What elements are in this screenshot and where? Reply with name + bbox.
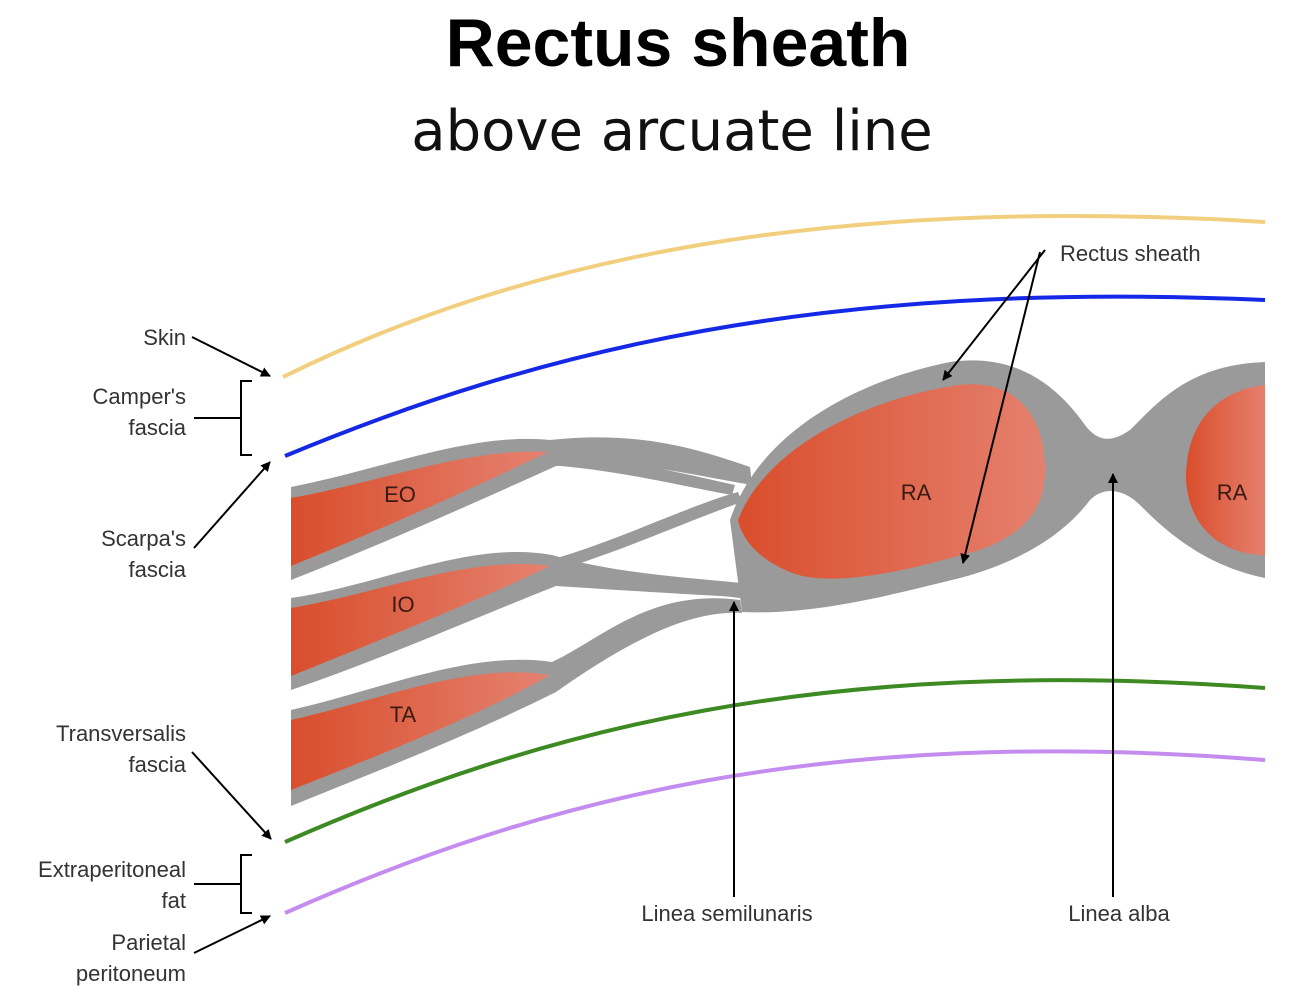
parietal-peritoneum-line	[284, 749, 1266, 915]
campers-bracket	[194, 380, 252, 456]
scarpas-label-line2: fascia	[129, 557, 187, 582]
scarpas-label-line1: Scarpa's	[101, 526, 186, 551]
transversalis-label-line1: Transversalis	[56, 721, 186, 746]
ta-muscle	[291, 672, 550, 790]
rectus-sheath-label: Rectus sheath	[1060, 241, 1201, 266]
linea-semilunaris-label: Linea semilunaris	[641, 901, 812, 926]
linea-alba-label: Linea alba	[1068, 901, 1170, 926]
transversalis-label-line2: fascia	[129, 752, 187, 777]
scarpas-arrow	[193, 461, 271, 549]
io-label: IO	[391, 592, 414, 617]
page-title: Rectus sheath	[446, 5, 911, 81]
muscles	[291, 384, 1265, 790]
ta-label: TA	[390, 702, 417, 727]
page-subtitle: above arcuate line	[411, 99, 933, 164]
transversalis-fascia-line	[284, 678, 1266, 844]
rectus-sheath-arrow-lower	[960, 251, 1041, 564]
parietal-label-line2: peritoneum	[76, 961, 186, 986]
extraperitoneal-label-line1: Extraperitoneal	[38, 857, 186, 882]
skin-arrow	[191, 336, 271, 377]
scarpas-fascia-line	[284, 294, 1266, 458]
ra-right-label: RA	[1217, 480, 1248, 505]
campers-label-line2: fascia	[129, 415, 187, 440]
ra-right-muscle	[1186, 385, 1265, 555]
campers-label-line1: Camper's	[93, 384, 186, 409]
extraperitoneal-bracket	[194, 854, 252, 914]
ra-left-label: RA	[901, 480, 932, 505]
extraperitoneal-label-line2: fat	[162, 888, 186, 913]
parietal-label-line1: Parietal	[111, 930, 186, 955]
transversalis-arrow	[191, 751, 272, 840]
skin-line	[282, 213, 1266, 379]
skin-label: Skin	[143, 325, 186, 350]
eo-muscle	[291, 451, 548, 566]
ra-left-muscle	[738, 384, 1045, 579]
eo-label: EO	[384, 482, 416, 507]
rectus-sheath-arrow-upper	[942, 249, 1046, 381]
io-muscle	[291, 564, 550, 676]
parietal-arrow	[193, 915, 271, 954]
